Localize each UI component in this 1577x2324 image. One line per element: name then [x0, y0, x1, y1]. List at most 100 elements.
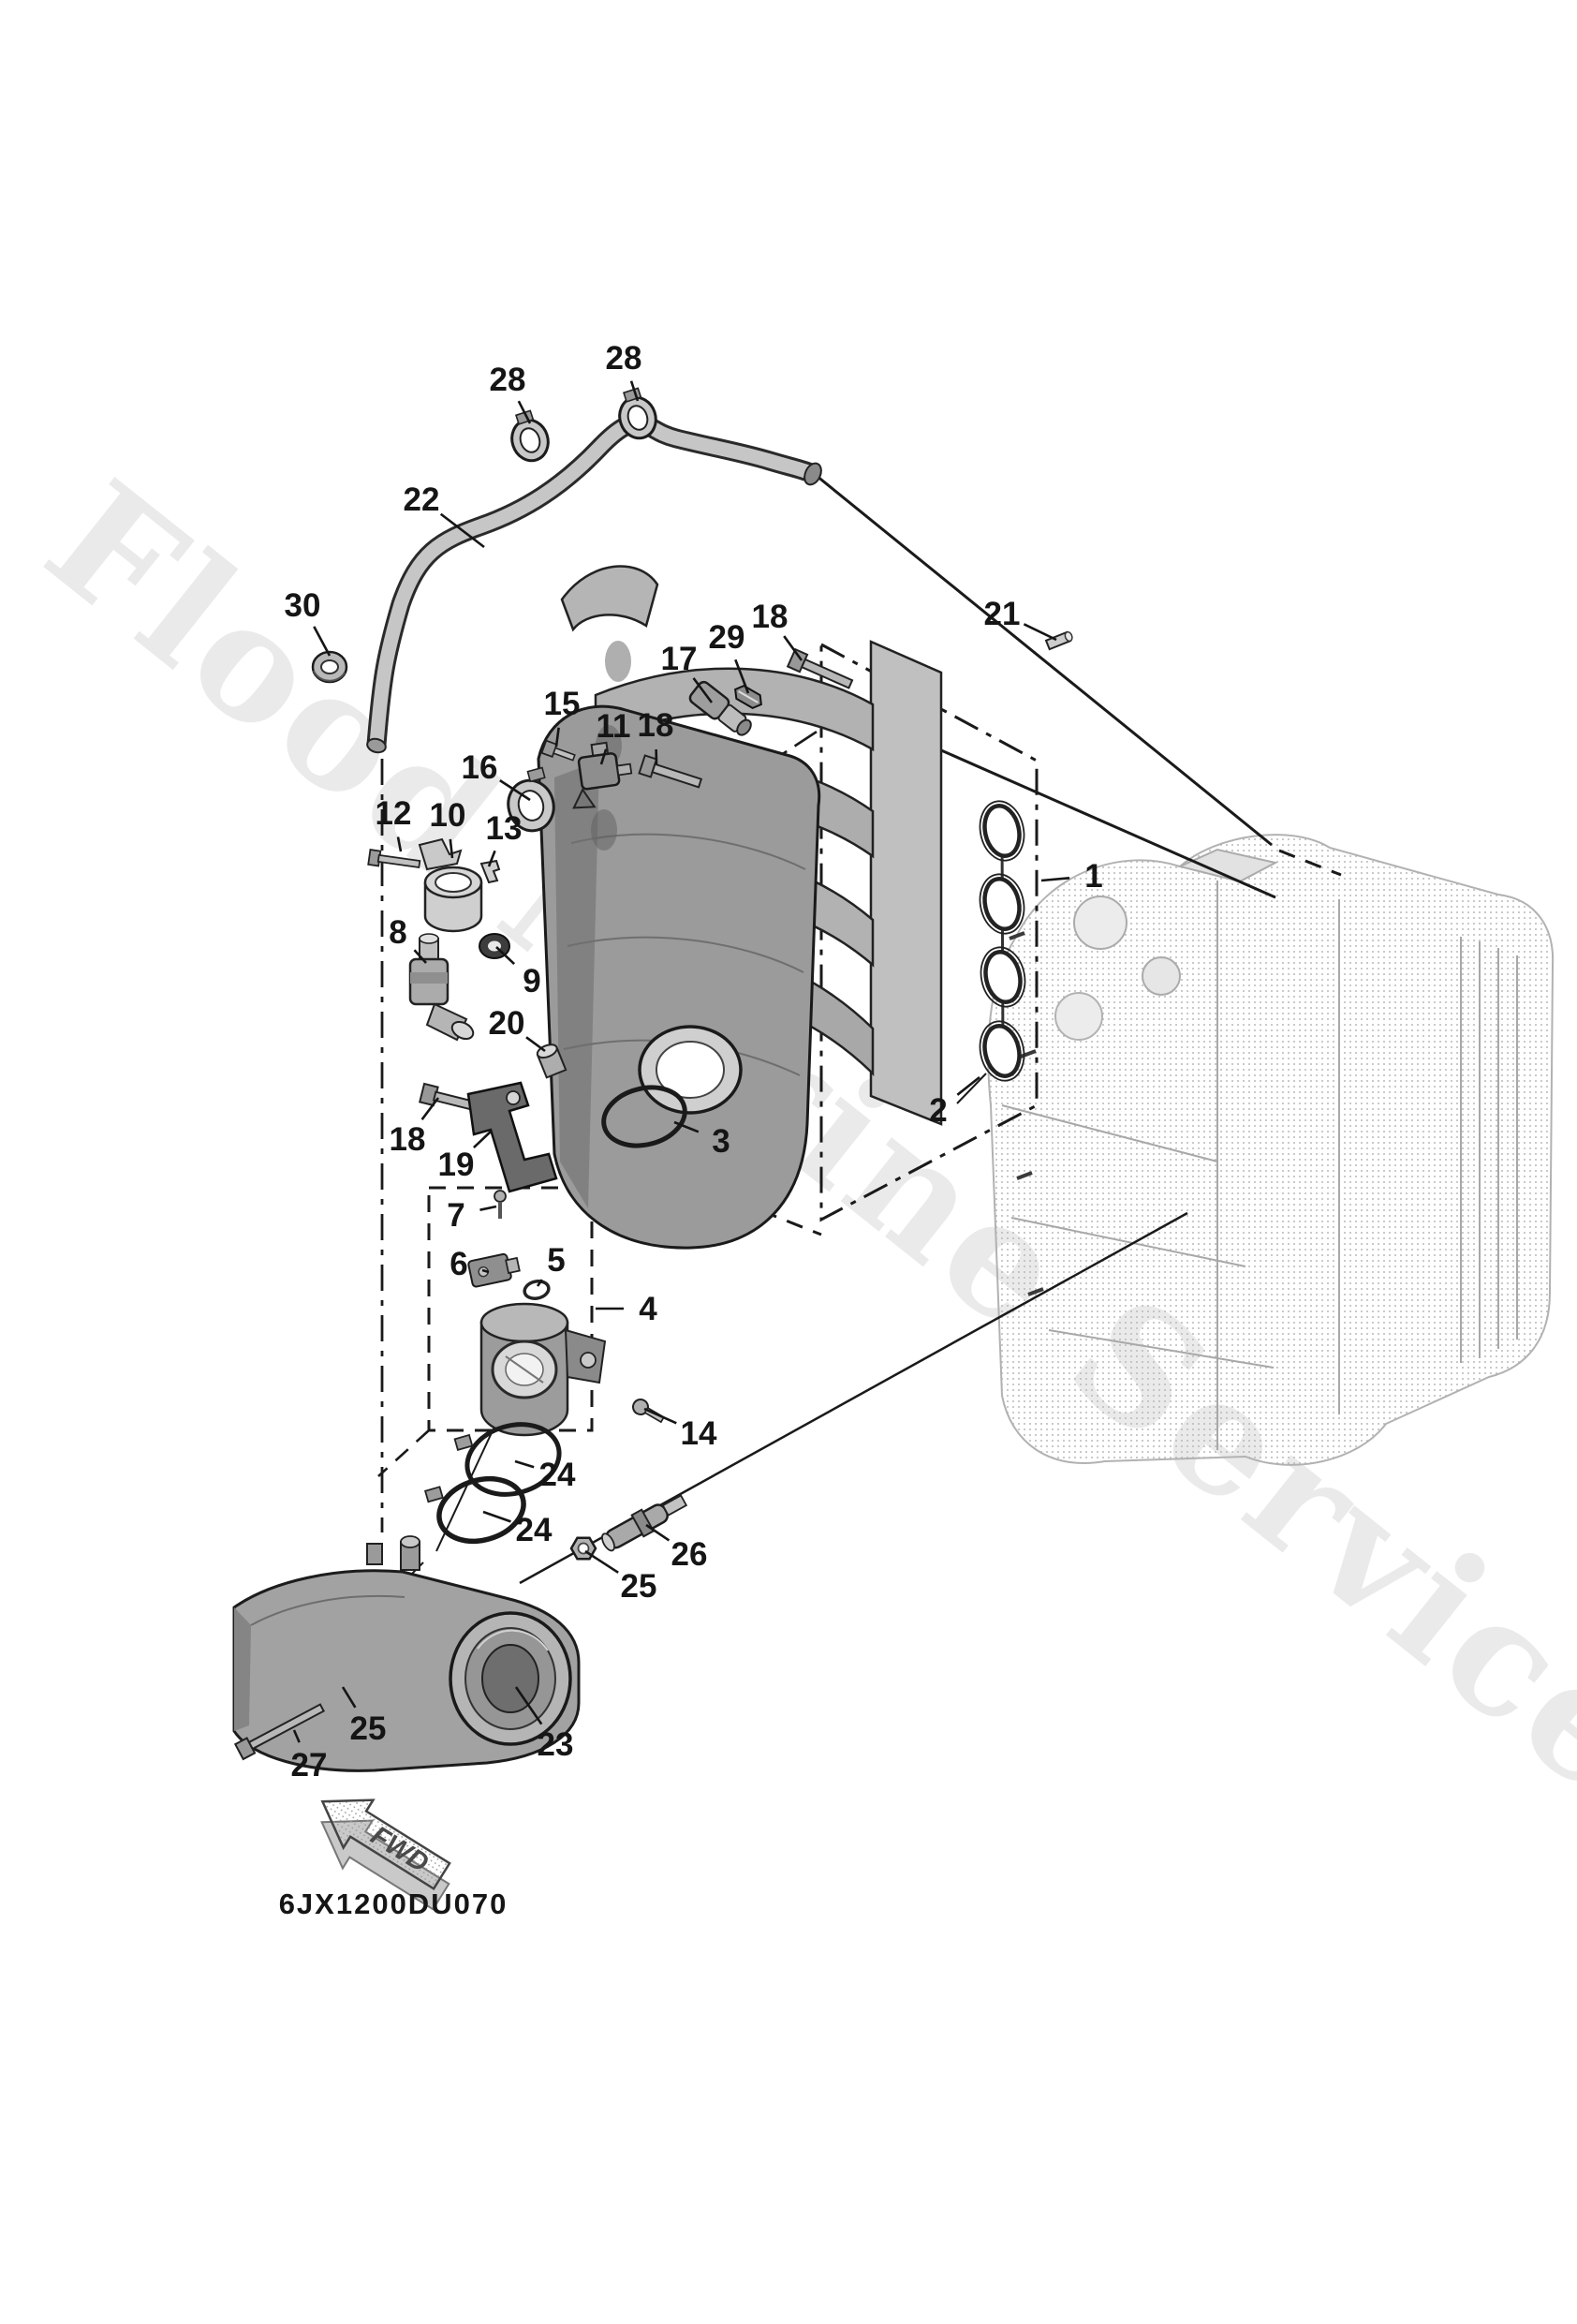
hose-clamp-28a — [510, 409, 550, 463]
callout-leader-intake-manifold-assembly — [1040, 877, 1070, 882]
callout-label-23-intake-silencer: 23 — [538, 1726, 574, 1763]
callout-leader-nut — [584, 1549, 619, 1574]
callout-label-16-clamp: 16 — [462, 749, 498, 786]
callout-leader-intake-silencer — [514, 1686, 543, 1725]
callout-leader-o-ring — [536, 1279, 543, 1287]
callout-label-17-sensor: 17 — [661, 641, 698, 677]
screw-7 — [494, 1190, 507, 1219]
o-ring-3 — [601, 1085, 687, 1148]
throttle-body — [479, 1302, 607, 1437]
callout-label-12-bolt: 12 — [376, 795, 412, 832]
callout-label-25-nut: 25 — [621, 1568, 657, 1605]
callout-label-28-hose-clamp: 28 — [606, 340, 642, 377]
callout-leader-bolt — [292, 1729, 301, 1743]
callout-label-14-bolt: 14 — [681, 1415, 717, 1452]
callout-label-4-throttle-body-assembly: 4 — [639, 1291, 657, 1327]
callout-leader-hose-clamp — [482, 1510, 511, 1523]
callout-label-1-intake-manifold-assembly: 1 — [1084, 858, 1102, 895]
dowel-pin-21 — [1044, 630, 1073, 651]
bolt-18a — [786, 647, 854, 689]
hose-clamp-28b — [618, 387, 657, 440]
callout-leader-grommet — [313, 626, 332, 657]
bracket-10 — [418, 837, 483, 933]
bolt-18b — [638, 754, 703, 789]
o-ring-5 — [523, 1280, 551, 1300]
grommet-30 — [311, 650, 348, 684]
callout-leader-bracket — [449, 838, 454, 859]
callout-label-25-nut: 25 — [350, 1710, 387, 1747]
callout-label-6-sensor: 6 — [450, 1246, 467, 1282]
callout-leader-grommet — [495, 946, 516, 966]
callout-leader-manifold-gasket — [956, 1075, 980, 1096]
callout-label-27-bolt: 27 — [291, 1747, 328, 1784]
bolt-12 — [367, 849, 421, 868]
intake-manifold — [537, 565, 943, 1250]
sensor-11 — [572, 741, 633, 809]
callout-leader-clip — [734, 659, 750, 694]
callout-label-10-bracket: 10 — [430, 797, 466, 834]
bolt-27 — [233, 1703, 326, 1761]
callout-label-21-dowel-pin: 21 — [984, 596, 1021, 632]
callout-label-29-clip: 29 — [709, 619, 745, 656]
callout-leader-nut — [341, 1686, 357, 1709]
callout-label-11-sensor: 11 — [597, 708, 631, 745]
callout-leader-cap — [525, 1036, 546, 1053]
callout-leader-sensor — [481, 1268, 490, 1274]
sensor-26 — [601, 1494, 688, 1552]
callout-label-15-screw: 15 — [544, 686, 581, 722]
callout-leader-hose-clamp — [517, 400, 532, 424]
callout-label-2-manifold-gasket: 2 — [929, 1092, 947, 1129]
callout-leader-bolt — [420, 1097, 440, 1120]
drawing-code: 6JX1200DU070 — [279, 1887, 508, 1920]
clip-13 — [479, 859, 501, 884]
callout-leader-hose-clamp — [629, 380, 640, 402]
callout-label-18-bolt: 18 — [752, 599, 788, 635]
callout-label-18-bolt: 18 — [390, 1121, 426, 1158]
callout-label-22-breather-hose: 22 — [404, 481, 440, 518]
callout-leader-solenoid-valve — [413, 949, 427, 964]
callout-leader-dowel-pin — [1023, 623, 1057, 642]
callout-label-28-hose-clamp: 28 — [490, 362, 526, 398]
callout-label-20-cap: 20 — [489, 1005, 525, 1042]
callout-label-5-o-ring: 5 — [547, 1242, 565, 1279]
screw-15 — [540, 739, 576, 762]
callout-leader-clip — [487, 850, 496, 867]
callout-label-24-hose-clamp: 24 — [516, 1512, 553, 1548]
callout-label-19-bracket-stay: 19 — [438, 1147, 475, 1183]
callout-leader-bracket-stay — [472, 1130, 493, 1149]
callout-leader-sensor — [645, 1523, 671, 1542]
callout-label-18-bolt: 18 — [638, 707, 674, 744]
callout-label-24-hose-clamp: 24 — [539, 1457, 576, 1493]
callout-label-9-grommet: 9 — [523, 963, 540, 999]
bolt-18c — [419, 1082, 490, 1115]
clip-29 — [734, 684, 762, 710]
callout-leader-clamp — [499, 779, 531, 802]
bracket-stay-19 — [466, 1081, 558, 1193]
callout-label-7-screw: 7 — [447, 1197, 464, 1234]
callout-leader-bolt — [783, 635, 803, 661]
engine-block — [987, 834, 1555, 1466]
callout-label-26-sensor: 26 — [671, 1536, 708, 1573]
callout-leader-breather-hose — [439, 512, 485, 549]
callout-label-8-solenoid-valve: 8 — [389, 914, 406, 951]
callout-leader-bolt — [396, 836, 403, 852]
callout-leader-o-ring — [673, 1120, 700, 1133]
solenoid-valve-8 — [408, 933, 475, 1042]
callout-label-13-clip: 13 — [486, 810, 523, 847]
callout-label-30-grommet: 30 — [285, 587, 321, 624]
intake-silencer — [232, 1535, 581, 1772]
callout-leader-sensor — [599, 748, 608, 765]
callout-leader-bolt — [643, 1407, 677, 1425]
callout-label-3-o-ring: 3 — [712, 1123, 730, 1160]
callout-leader-hose-clamp — [514, 1459, 535, 1469]
callout-leader-screw — [479, 1205, 497, 1211]
sensor-6 — [467, 1252, 521, 1288]
callout-leader-sensor — [692, 677, 714, 703]
fwd-arrow: FWD — [320, 1799, 451, 1911]
breather-hose — [366, 413, 822, 754]
callout-leader-screw — [554, 727, 560, 748]
manifold-gasket — [979, 800, 1026, 1082]
